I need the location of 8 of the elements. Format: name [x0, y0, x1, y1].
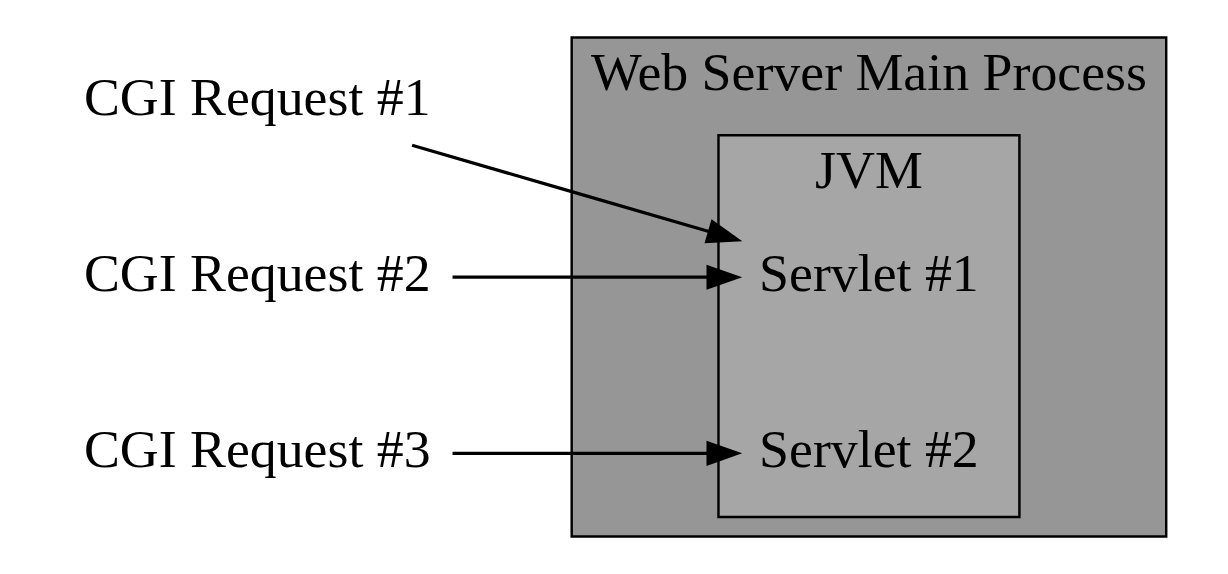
node-text: CGI Request #1 — [83, 66, 431, 127]
node-text: Servlet #2 — [758, 419, 979, 480]
node-text: Servlet #1 — [758, 242, 979, 303]
arrow — [411, 143, 742, 244]
node-text: CGI Request #3 — [83, 419, 431, 480]
arrow — [452, 264, 742, 290]
node-text: CGI Request #2 — [83, 242, 431, 303]
arrow — [452, 440, 742, 466]
